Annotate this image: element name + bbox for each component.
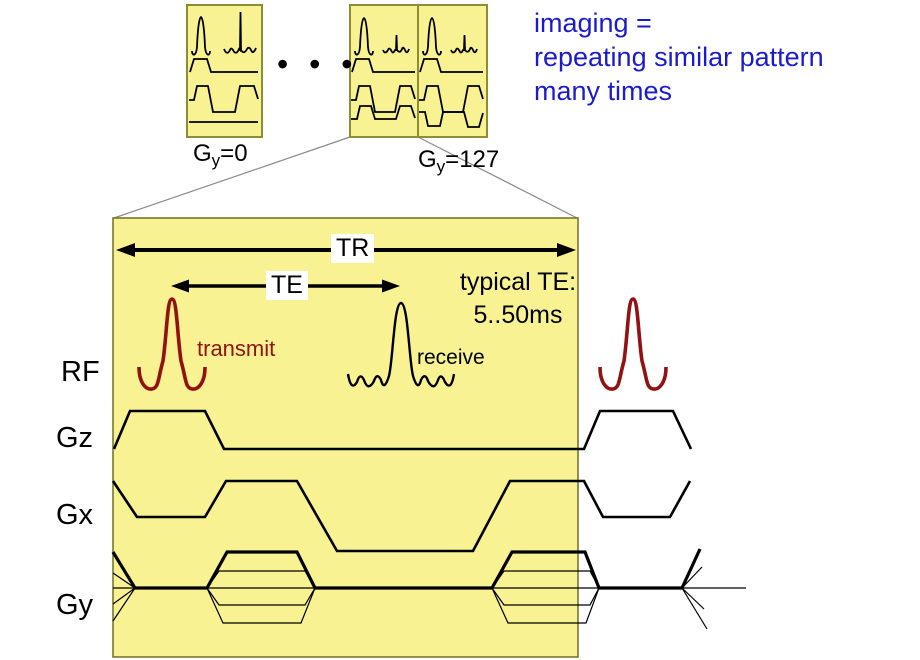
caption-line-1: imaging = <box>534 8 652 38</box>
gy-selected-waveform <box>111 548 702 590</box>
thumb1-rf-pulse <box>191 16 211 56</box>
thumb3-echo <box>450 34 478 54</box>
row-label-gx: Gx <box>56 499 94 531</box>
thumb1-echo-spike <box>223 11 257 54</box>
typical-te-line2: 5..50ms <box>473 301 563 329</box>
tr-label: TR <box>331 234 375 263</box>
typical-te-line1: typical TE: <box>459 268 577 296</box>
thumb2-gz-waveform <box>351 58 415 73</box>
thumb1-gz-waveform <box>189 58 258 73</box>
gy0-label: Gy=0 <box>193 140 248 170</box>
thumb3-rf-pulse <box>422 17 442 56</box>
thumb2-gx-waveform <box>351 85 416 113</box>
gy-lobe2-minus2 <box>491 587 600 624</box>
rf-transmit-pulse <box>137 297 207 391</box>
gy127-label: Gy=127 <box>418 146 500 176</box>
thumb1-gx-waveform <box>189 85 259 113</box>
transmit-label: transmit <box>197 336 276 361</box>
thumb3-gz-waveform <box>419 58 483 73</box>
caption-line-2: repeating similar pattern <box>534 42 824 72</box>
gy0-label-subscript: y <box>211 151 221 170</box>
gx-waveform <box>111 479 692 553</box>
thumbnail-gy127-a <box>349 4 419 138</box>
tr-period-panel <box>112 217 579 658</box>
gy-fan-left <box>112 572 136 622</box>
te-label: TE <box>266 271 308 300</box>
echo-receive-signal <box>346 301 456 388</box>
thumbnail-gy127a-box <box>349 4 419 138</box>
row-label-gy: Gy <box>56 589 94 621</box>
thumb2-gy-waveform <box>351 105 416 120</box>
caption-line-3: many times <box>534 76 673 106</box>
row-label-gz: Gz <box>56 422 94 454</box>
projection-line-right <box>417 136 578 219</box>
thumbnail-gy127-b <box>417 4 488 138</box>
thumb3-gy-waveform <box>419 111 484 128</box>
thumb2-echo <box>382 34 410 54</box>
projection-line-left <box>113 136 351 219</box>
receive-label: receive <box>417 346 485 369</box>
gy127-label-subscript: y <box>436 157 446 176</box>
caption-text: imaging = repeating similar pattern many… <box>534 6 824 108</box>
gy-waveform-family <box>111 548 746 630</box>
gy-lobe2-minus1 <box>491 587 600 606</box>
row-label-rf: RF <box>61 356 100 388</box>
ellipsis-dots: • • • <box>277 46 359 82</box>
thumbnail-gy0 <box>186 4 263 138</box>
gy-lobe1-minus2 <box>206 587 316 624</box>
thumbnail-gy127b-box <box>417 4 488 138</box>
gz-waveform <box>112 409 693 451</box>
thumb2-rf-pulse <box>354 17 374 56</box>
rf-transmit-pulse-next-tr <box>598 297 668 391</box>
gy-lobe1-minus1 <box>206 587 316 606</box>
thumbnail-gy0-box <box>186 4 263 138</box>
typical-te-note: typical TE: 5..50ms <box>428 266 608 332</box>
